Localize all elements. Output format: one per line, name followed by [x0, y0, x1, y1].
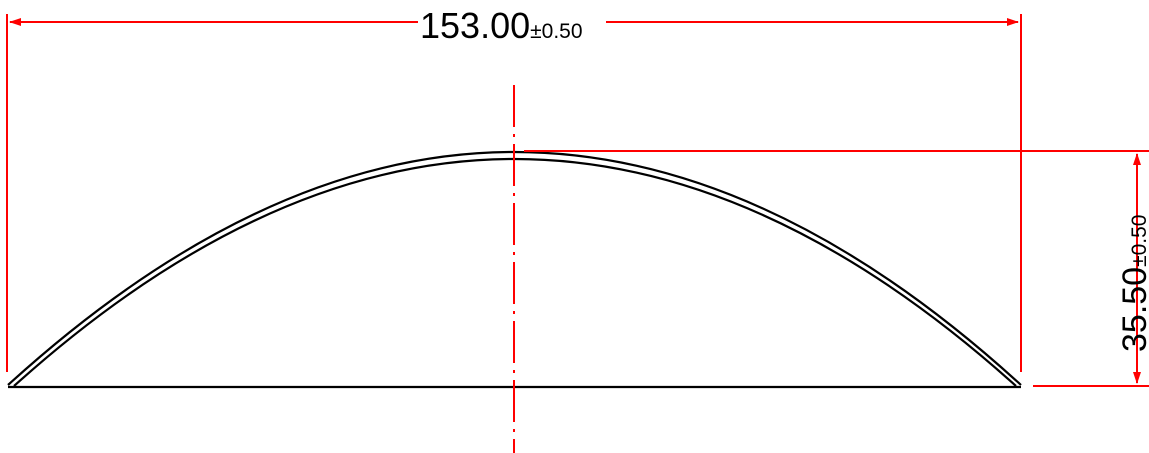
height-dimension: 35.50±0.50: [1116, 153, 1149, 384]
height-dimension-value: 35.50: [1116, 267, 1149, 352]
width-dimension-tolerance: ±0.50: [530, 20, 582, 43]
extension-lines: [6, 14, 1149, 387]
height-dimension-tolerance: ±0.50: [1128, 215, 1149, 267]
height-dimension-label: 35.50±0.50: [1116, 215, 1149, 353]
width-dimension-label: 153.00±0.50: [420, 5, 583, 46]
width-dimension: 153.00±0.50: [9, 5, 1019, 46]
width-dimension-value: 153.00: [420, 5, 530, 46]
